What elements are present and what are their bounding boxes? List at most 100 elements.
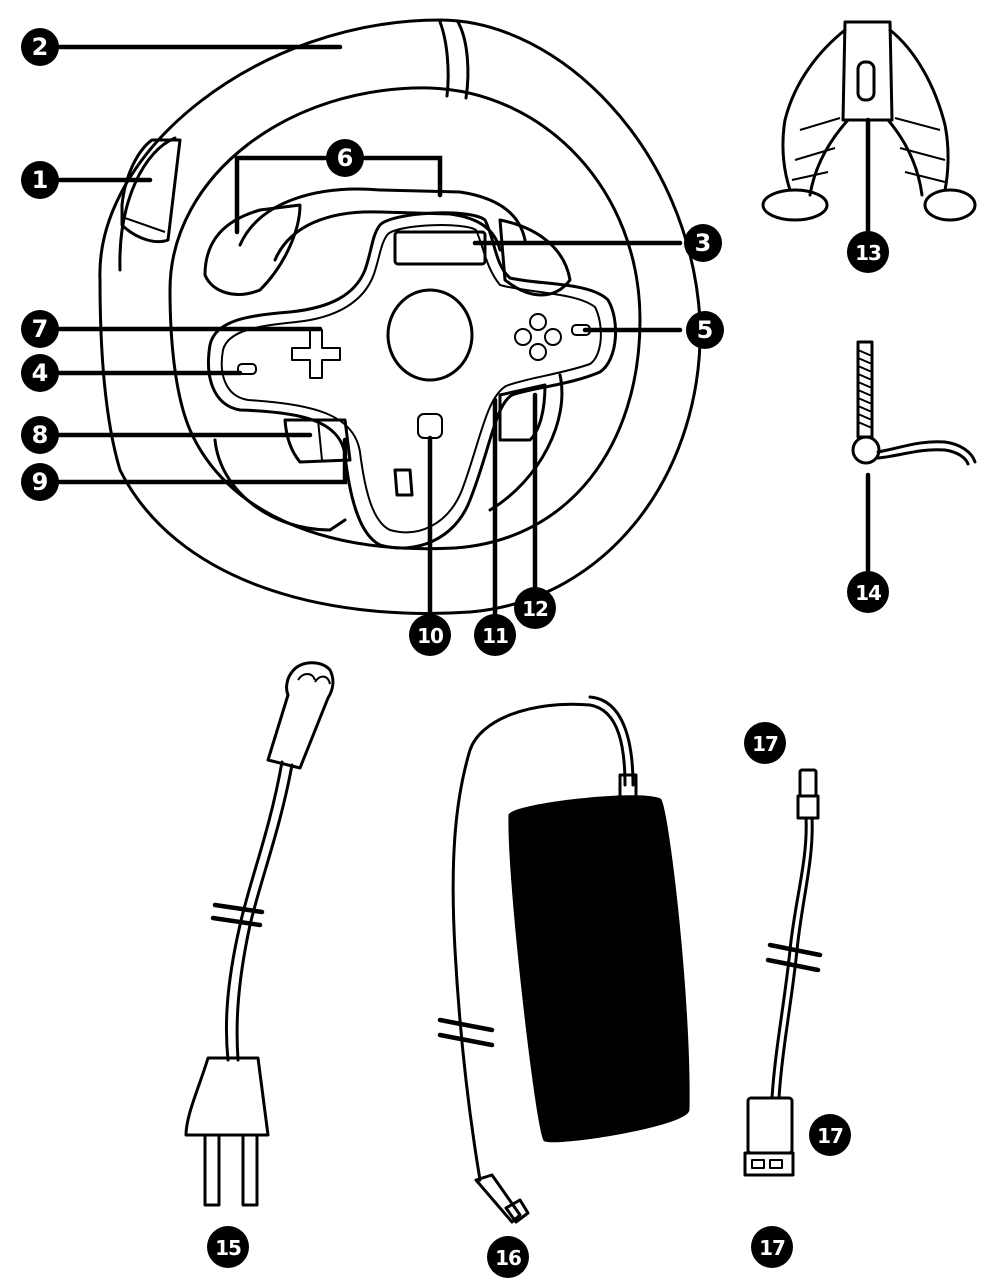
power-cable-line-2 <box>235 763 294 1062</box>
adapter-brick <box>508 795 690 1143</box>
callout-c7-circle <box>21 310 59 348</box>
adapter-cable-break <box>437 1017 495 1048</box>
callout-c10-circle <box>409 614 451 656</box>
wall-plug-pin-left <box>203 1133 221 1207</box>
power-cable-break <box>210 902 265 928</box>
callout-c17a-label: 17 <box>752 732 778 756</box>
right-paddle <box>498 218 572 297</box>
callout-c12-circle <box>514 587 556 629</box>
screw-handle-lower <box>876 448 970 466</box>
callout-c17a-circle <box>744 722 786 764</box>
callout-c6-label: 6 <box>337 144 354 172</box>
callout-c5: 5 <box>686 311 724 349</box>
usb-a-pin-left <box>751 1159 765 1169</box>
dc-plug <box>474 1173 522 1224</box>
dc-plug-tip <box>504 1198 530 1224</box>
face-button-bottom <box>529 343 547 361</box>
usb-a-body <box>746 1096 794 1155</box>
callout-c13: 13 <box>847 231 889 273</box>
usb-cable <box>743 768 823 1177</box>
rim-seam-top <box>438 20 470 100</box>
screw-handle <box>876 440 977 464</box>
callout-c3-label: 3 <box>695 229 712 257</box>
callout-c7: 7 <box>21 310 59 348</box>
callout-c12: 12 <box>514 587 556 629</box>
callout-c13-label: 13 <box>855 241 881 265</box>
face-button-top <box>529 313 547 331</box>
callout-c11-label: 11 <box>482 624 508 648</box>
callout-c5-circle <box>686 311 724 349</box>
callout-c17b-circle <box>809 1114 851 1156</box>
leader-6 <box>234 155 443 235</box>
callout-c3: 3 <box>684 224 722 262</box>
callout-c16-circle <box>487 1236 529 1278</box>
callout-c11-circle <box>474 614 516 656</box>
callout-c14-circle <box>847 571 889 613</box>
d-pad <box>291 329 341 379</box>
callout-c9-label: 9 <box>32 468 49 496</box>
hub-plate-inner <box>220 224 602 534</box>
callout-c3-circle <box>684 224 722 262</box>
callout-c6: 6 <box>326 139 364 177</box>
wall-plug-pin-right <box>241 1133 259 1207</box>
callout-c4-circle <box>21 354 59 392</box>
callout-c17b-suffix: b <box>856 1122 873 1150</box>
left-paddle <box>203 203 302 296</box>
callout-c15: 15 <box>207 1226 249 1268</box>
screw-thread <box>857 349 873 429</box>
clamp-screw <box>851 340 977 573</box>
wheel-rim-outer <box>98 18 702 615</box>
lower-left-lever <box>283 418 352 464</box>
callout-c16-label: 16 <box>495 1246 521 1270</box>
wall-plug <box>184 1056 270 1137</box>
side-shifter <box>120 138 182 244</box>
callout-c4: 4 <box>21 354 59 392</box>
callout-c14-label: 14 <box>855 581 881 605</box>
wheel-stand <box>761 20 977 235</box>
usb-c-strain-relief <box>796 794 820 820</box>
stand-rib-left <box>791 117 841 181</box>
callout-c8: 8 <box>21 416 59 454</box>
callout-c8-circle <box>21 416 59 454</box>
stand-left-leg-inner <box>808 118 850 197</box>
hub-plate <box>207 211 618 550</box>
callout-c13-circle <box>847 231 889 273</box>
callout-c2-circle <box>21 28 59 66</box>
callout-c5-label: 5 <box>697 316 714 344</box>
callout-c14: 14 <box>847 571 889 613</box>
stand-top-block <box>841 20 894 122</box>
usb-a-pin-right <box>769 1159 783 1169</box>
face-button-left <box>514 328 532 346</box>
usb-a-plug <box>743 1151 795 1177</box>
home-button <box>417 413 443 439</box>
wheel-rim-inner <box>168 86 642 551</box>
usb-cable-line <box>770 816 808 1100</box>
display-screen <box>393 230 487 266</box>
stand-right-leg-outer <box>888 28 950 192</box>
stand-left-foot <box>761 188 829 222</box>
callout-c17b-label: 17 <box>817 1124 843 1148</box>
racing-wheel <box>98 18 702 615</box>
power-adapter <box>437 695 690 1224</box>
center-logo <box>386 288 474 382</box>
usb-cable-break <box>765 942 823 973</box>
callout-c9: 9 <box>21 463 59 501</box>
usb-c-connector <box>798 768 818 798</box>
callout-c15-circle <box>207 1226 249 1268</box>
callout-c17-circle <box>751 1226 793 1268</box>
leader-9 <box>57 437 348 485</box>
callout-c12-label: 12 <box>522 597 548 621</box>
left-small-button <box>237 363 257 375</box>
callout-c17-label: 17 <box>759 1236 785 1260</box>
iec-connector <box>266 661 335 770</box>
callout-c6-circle <box>326 139 364 177</box>
wheel-column <box>238 187 527 247</box>
stand-right-leg-inner <box>886 118 924 197</box>
side-shifter-line <box>124 217 166 233</box>
iec-connector-slots <box>297 673 331 685</box>
callout-c1: 1 <box>21 161 59 199</box>
power-cable <box>184 661 335 1207</box>
